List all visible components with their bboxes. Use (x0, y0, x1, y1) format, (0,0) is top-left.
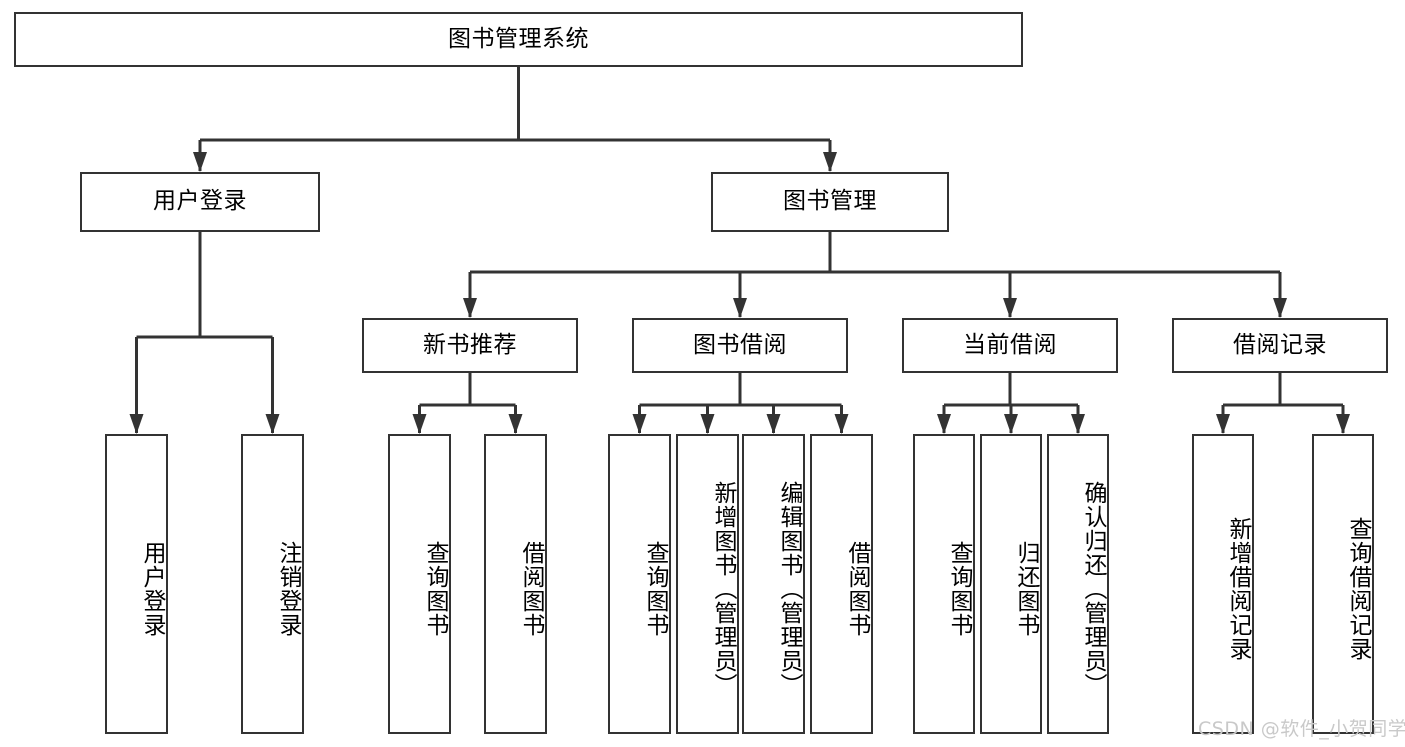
node-leaf-add-book-label: 新增图书（管理员） (710, 481, 736, 697)
node-root: 图书管理系统 (14, 12, 1023, 67)
connector-arrowhead (1273, 298, 1287, 318)
connector-arrowhead (508, 414, 523, 434)
connector-arrowhead (632, 414, 647, 434)
node-leaf-query-book-1: 查询图书 (388, 434, 451, 734)
node-leaf-query-record-label: 查询借阅记录 (1345, 517, 1371, 661)
node-leaf-confirm-return: 确认归还（管理员） (1047, 434, 1109, 734)
node-leaf-borrow-book-1: 借阅图书 (484, 434, 547, 734)
node-leaf-add-record-label: 新增借阅记录 (1225, 517, 1251, 661)
node-leaf-query-book-3-label: 查询图书 (946, 541, 972, 637)
node-book-manage-label: 图书管理 (783, 188, 877, 215)
node-current-borrow: 当前借阅 (902, 318, 1118, 373)
connector-arrowhead (193, 152, 207, 172)
node-leaf-return-book: 归还图书 (980, 434, 1042, 734)
csdn-watermark: CSDN @软件_小贺同学 (1198, 718, 1405, 740)
node-leaf-borrow-book-2: 借阅图书 (810, 434, 873, 734)
node-leaf-borrow-book-1-label: 借阅图书 (518, 541, 544, 637)
node-book-borrow-label: 图书借阅 (693, 331, 787, 358)
node-borrow-record-label: 借阅记录 (1233, 331, 1327, 358)
connector-arrowhead (1003, 298, 1017, 318)
node-user-login-label: 用户登录 (153, 188, 247, 215)
node-leaf-logout-label: 注销登录 (275, 541, 301, 637)
connector-arrowhead (937, 414, 951, 434)
connector-arrowhead (265, 414, 280, 434)
node-leaf-add-book: 新增图书（管理员） (676, 434, 739, 734)
node-leaf-logout: 注销登录 (241, 434, 304, 734)
connector-arrowhead (823, 152, 837, 172)
connector-arrowhead (412, 414, 427, 434)
node-borrow-record: 借阅记录 (1172, 318, 1388, 373)
node-current-borrow-label: 当前借阅 (963, 331, 1057, 358)
connector-arrowhead (1216, 414, 1230, 434)
node-leaf-query-book-2: 查询图书 (608, 434, 671, 734)
node-leaf-user-login-label: 用户登录 (139, 541, 165, 637)
node-leaf-return-book-label: 归还图书 (1013, 541, 1039, 637)
node-leaf-borrow-book-2-label: 借阅图书 (844, 541, 870, 637)
connector-arrowhead (766, 414, 781, 434)
node-root-label: 图书管理系统 (448, 25, 589, 52)
node-leaf-user-login: 用户登录 (105, 434, 168, 734)
node-new-book-rec-label: 新书推荐 (423, 331, 517, 358)
connector-arrowhead (733, 298, 747, 318)
node-book-manage: 图书管理 (711, 172, 949, 232)
node-leaf-query-book-3: 查询图书 (913, 434, 975, 734)
connector-arrowhead (700, 414, 715, 434)
node-leaf-query-book-2-label: 查询图书 (642, 541, 668, 637)
connector-arrowhead (1071, 414, 1085, 434)
node-new-book-rec: 新书推荐 (362, 318, 578, 373)
connector-arrowhead (1336, 414, 1350, 434)
node-leaf-query-record: 查询借阅记录 (1312, 434, 1374, 734)
node-leaf-edit-book-label: 编辑图书（管理员） (776, 481, 802, 697)
node-user-login: 用户登录 (80, 172, 320, 232)
node-leaf-query-book-1-label: 查询图书 (422, 541, 448, 637)
connector-arrowhead (129, 414, 144, 434)
connector-arrowhead (463, 298, 477, 318)
connector-arrowhead (834, 414, 849, 434)
node-leaf-edit-book: 编辑图书（管理员） (742, 434, 805, 734)
connector-arrowhead (1004, 414, 1018, 434)
node-leaf-confirm-return-label: 确认归还（管理员） (1080, 481, 1106, 697)
node-leaf-add-record: 新增借阅记录 (1192, 434, 1254, 734)
node-book-borrow: 图书借阅 (632, 318, 848, 373)
